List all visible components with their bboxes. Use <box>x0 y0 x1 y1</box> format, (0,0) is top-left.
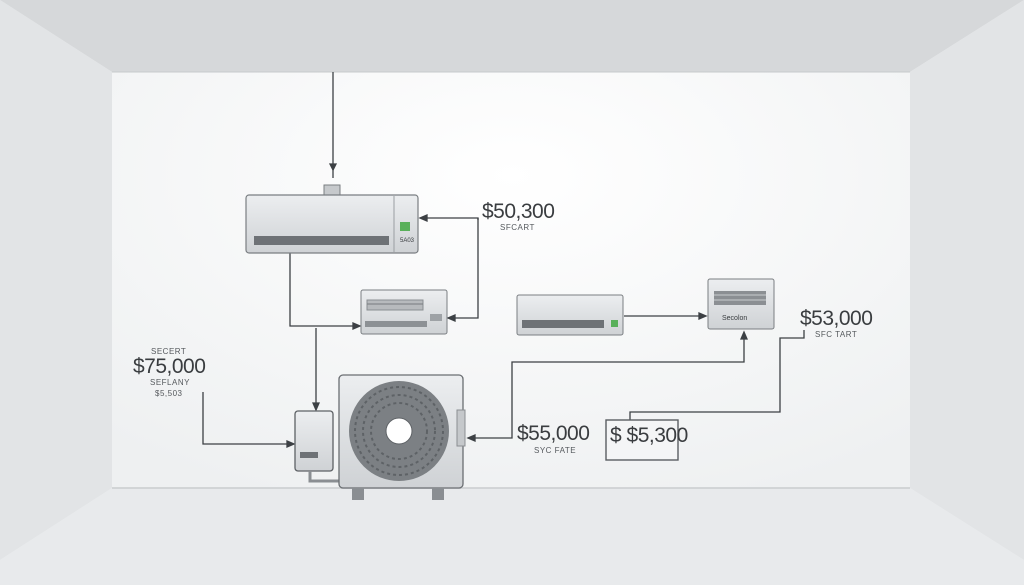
right-price: $53,000 <box>800 307 873 330</box>
fan-icon <box>349 381 449 481</box>
indoor-vent-unit <box>707 278 775 330</box>
right-wall <box>910 0 1024 560</box>
status-led <box>400 222 410 231</box>
connector-lines <box>202 72 805 448</box>
indoor-wall-unit <box>245 184 419 254</box>
right-price-sub: SFC TART <box>815 330 858 339</box>
indoor-cassette-unit <box>360 289 448 335</box>
status-led-right <box>611 320 618 327</box>
outdoor-condenser <box>338 374 466 500</box>
center-price: $55,000 <box>517 422 590 445</box>
indoor-right-wall-unit <box>516 294 624 336</box>
center-price-sub: SYC FATE <box>534 446 577 455</box>
vent-unit-label: Secolon <box>722 315 748 322</box>
left-sub-2: $5,503 <box>155 389 183 398</box>
top-price-sub: SFCART <box>500 223 535 232</box>
left-top-label: SECERT <box>151 347 187 356</box>
left-price: $75,000 <box>133 355 206 378</box>
left-wall <box>0 0 112 560</box>
ceiling <box>0 0 1024 72</box>
floor <box>0 488 1024 585</box>
boxed-frame <box>605 419 679 461</box>
left-sub-1: SEFLANY <box>150 378 190 387</box>
controller-box <box>294 410 340 483</box>
boxed-price: $ $5,300 <box>610 424 688 447</box>
indoor-unit-small-label: 5A03 <box>400 238 415 244</box>
top-price: $50,300 <box>482 200 555 223</box>
